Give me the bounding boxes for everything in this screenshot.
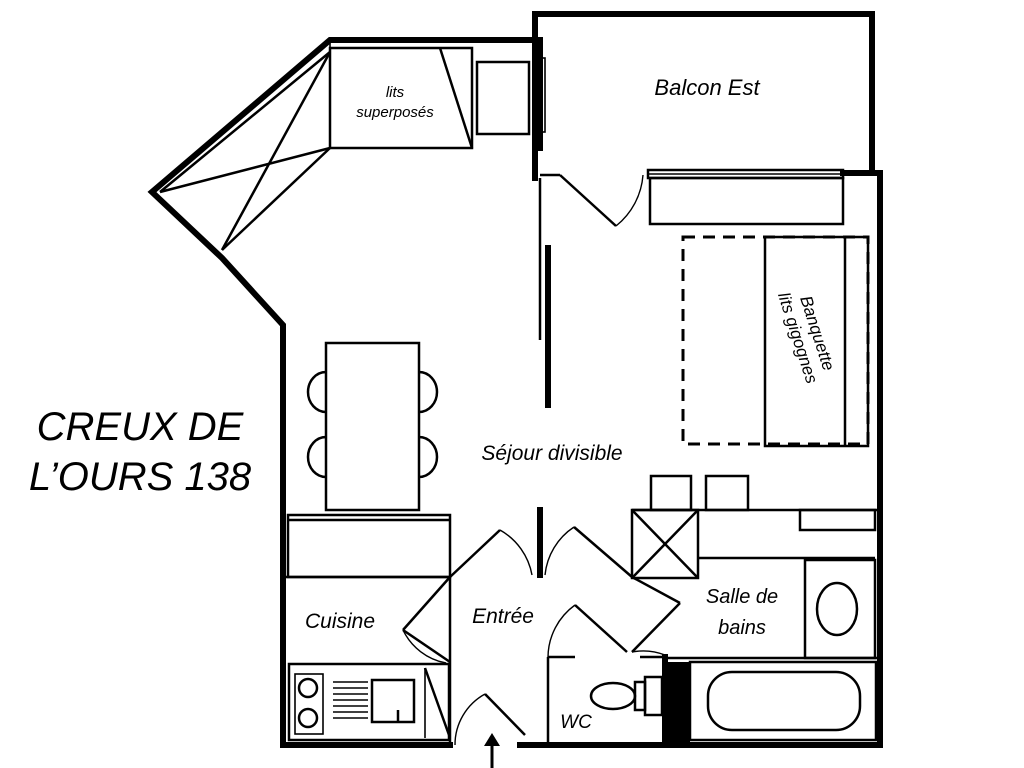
kitchen: Cuisine — [283, 513, 452, 745]
bathroom-label-line2: bains — [718, 617, 766, 639]
sofa-bed: Banquette lits gigognes — [648, 176, 870, 448]
bunk-bed-alcove: lits superposés — [328, 40, 531, 150]
bathroom: Salle de bains — [632, 508, 880, 745]
bathroom-label-line1: Salle de — [706, 586, 778, 608]
title-line2: L’OURS 138 — [29, 455, 252, 499]
dining-table — [306, 341, 439, 512]
alcove-window — [536, 57, 546, 133]
bunk-beds-label-line2: superposés — [356, 104, 434, 121]
wc-label: WC — [560, 712, 592, 733]
sejour-label: Séjour divisible — [481, 442, 622, 465]
entrance-label: Entrée — [472, 605, 534, 628]
balcony: Balcon Est — [540, 75, 845, 227]
storage-cross — [630, 474, 750, 580]
balcony-label: Balcon Est — [654, 75, 760, 100]
title-line1: CREUX DE — [37, 405, 245, 449]
kitchen-label: Cuisine — [305, 610, 375, 633]
entry-arrow-icon — [484, 733, 500, 768]
exterior-walls — [147, 11, 883, 748]
entrance: Entrée — [402, 526, 681, 746]
wc-room: WC — [546, 654, 668, 748]
sejour-divider — [537, 178, 551, 578]
plan-title: CREUX DE L’OURS 138 — [29, 405, 252, 499]
drainer — [333, 681, 368, 719]
angled-glazing — [159, 51, 332, 251]
bunk-beds-label-line1: lits — [386, 84, 405, 101]
